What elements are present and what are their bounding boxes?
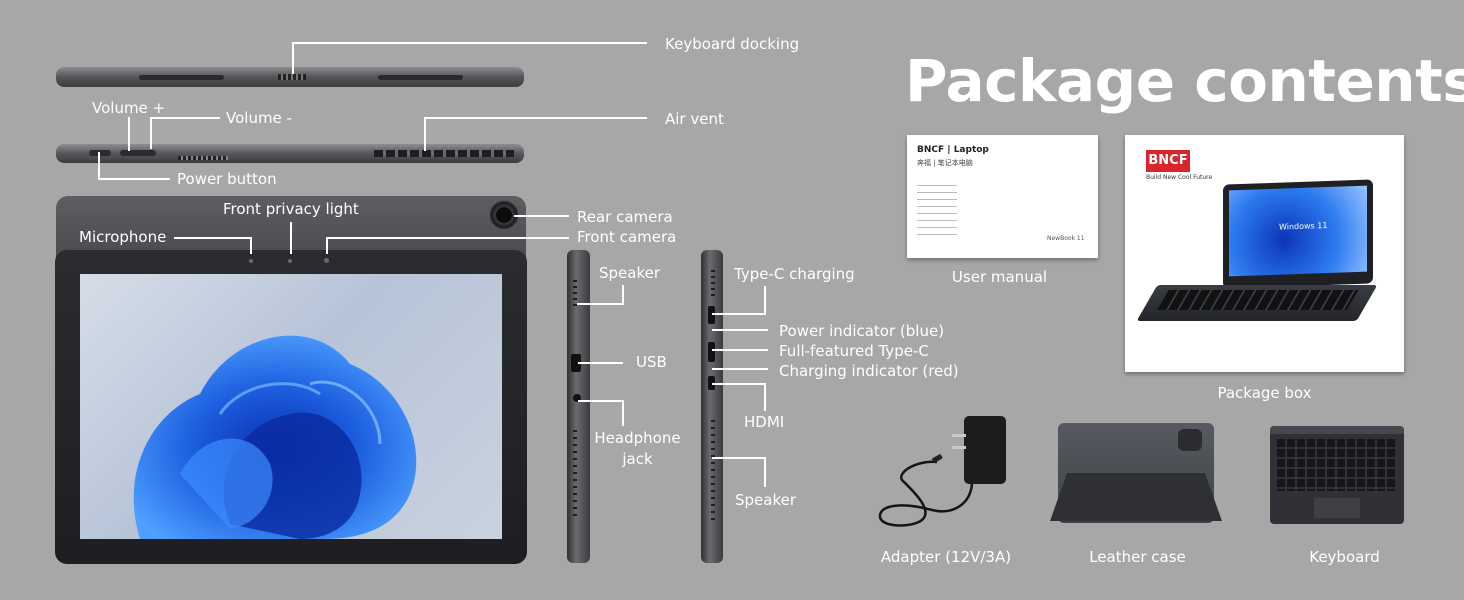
box-laptop-keyboard — [1136, 285, 1378, 321]
tablet-side-edge — [56, 144, 524, 163]
manual-model: NewBook 11 — [1047, 235, 1085, 242]
label-power-indicator: Power indicator (blue) — [779, 322, 945, 340]
label-air-vent: Air vent — [665, 110, 724, 128]
label-microphone: Microphone — [79, 228, 167, 246]
label-keyboard: Keyboard — [1309, 548, 1380, 566]
label-full-featured-type-c: Full-featured Type-C — [779, 342, 929, 360]
label-keyboard-docking: Keyboard docking — [665, 35, 800, 53]
label-speaker-left: Speaker — [599, 264, 661, 282]
label-charging-indicator: Charging indicator (red) — [779, 362, 959, 380]
tablet-left-profile — [567, 250, 590, 563]
leather-case-image — [1050, 423, 1222, 523]
box-os-label: Windows 11 — [1279, 220, 1328, 232]
microphone-dot — [249, 259, 253, 263]
box-laptop-screen: Windows 11 — [1223, 179, 1373, 289]
label-type-c-charging: Type-C charging — [734, 265, 855, 283]
tablet-screen — [80, 274, 502, 539]
label-package-box: Package box — [1217, 384, 1312, 402]
manual-brand: BNCF | Laptop — [917, 145, 989, 155]
label-leather-case: Leather case — [1089, 548, 1186, 566]
user-manual-card: BNCF | Laptop 奔福 | 笔记本电脑 NewBook 11 — [907, 135, 1098, 258]
front-camera-dot — [324, 258, 329, 263]
tablet-right-profile — [701, 250, 723, 563]
label-power-button: Power button — [177, 170, 277, 188]
label-speaker-right: Speaker — [735, 491, 797, 509]
label-hdmi: HDMI — [744, 413, 785, 431]
box-brand-logo: BNCF — [1146, 150, 1190, 172]
label-headphone-jack: Headphone jack — [594, 429, 681, 468]
package-box-card: BNCF Build New Cool Future Windows 11 — [1125, 135, 1404, 372]
adapter-image — [878, 416, 1006, 527]
page-title: Package contents — [905, 47, 1464, 115]
tablet-top-edge — [56, 67, 524, 87]
windows-bloom-wallpaper — [133, 335, 417, 539]
privacy-light-dot — [288, 259, 292, 263]
manual-subtitle: 奔福 | 笔记本电脑 — [917, 159, 973, 167]
label-volume-minus: Volume - — [226, 109, 292, 127]
label-volume-plus: Volume + — [92, 99, 166, 117]
label-rear-camera: Rear camera — [577, 208, 673, 226]
box-tagline: Build New Cool Future — [1146, 174, 1213, 181]
label-user-manual: User manual — [951, 268, 1048, 286]
label-adapter: Adapter (12V/3A) — [880, 548, 1012, 566]
label-front-camera: Front camera — [577, 228, 677, 246]
label-front-privacy-light: Front privacy light — [223, 200, 359, 218]
keyboard-image — [1270, 426, 1404, 524]
label-usb: USB — [636, 353, 667, 371]
